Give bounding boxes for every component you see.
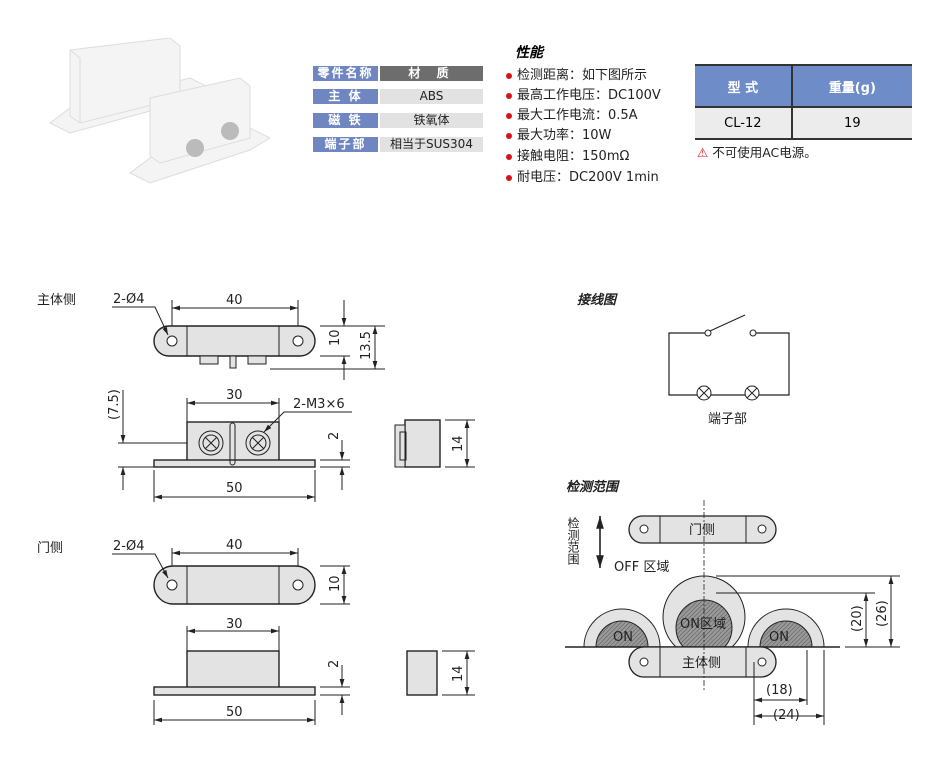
- note-text: 不可使用AC电源。: [712, 145, 817, 160]
- range-title: 检测范围: [566, 479, 620, 495]
- door-side-label: 门侧: [37, 541, 63, 556]
- off-zone-label: OFF 区域: [614, 560, 669, 575]
- performance-item: 接触电阻：150mΩ: [506, 145, 629, 164]
- performance-text: 接触电阻：150mΩ: [517, 149, 630, 164]
- dim-width: 10: [328, 575, 343, 592]
- wiring-title: 接线图: [577, 292, 618, 308]
- dim-pitch: 40: [226, 293, 243, 308]
- performance-item: 最大工作电流：0.5A: [506, 104, 638, 123]
- dim-height: 14: [451, 665, 466, 682]
- performance-item: 耐电压：DC200V 1min: [506, 166, 659, 185]
- warning-icon: ⚠: [697, 145, 709, 160]
- material-value: ABS: [380, 89, 483, 104]
- material-row: 端子部 相当于SUS304: [313, 137, 483, 152]
- header-model: 型 式: [695, 64, 793, 107]
- dim-base: 2: [327, 432, 342, 440]
- main-label: 主体侧: [682, 656, 721, 671]
- performance-text: 检测距离：如下图所示: [517, 68, 648, 83]
- part-name: 磁 铁: [313, 113, 378, 128]
- performance-title: 性能: [515, 45, 543, 61]
- dim-pitch: 40: [226, 538, 243, 553]
- header-weight: 重量(g): [791, 64, 912, 107]
- header-part: 零件名称: [313, 66, 378, 81]
- dim-body: 30: [226, 388, 243, 403]
- dim-length: 50: [226, 705, 243, 720]
- dim-26: (26): [875, 600, 890, 627]
- bullet-icon: [506, 174, 512, 181]
- dim-24: (24): [773, 708, 800, 723]
- material-value: 相当于SUS304: [380, 137, 483, 152]
- on-label-left: ON: [613, 630, 633, 645]
- dim-width: 10: [328, 329, 343, 346]
- performance-item: 最高工作电压：DC100V: [506, 84, 661, 103]
- dim-base: 2: [327, 660, 342, 668]
- hole-label: 2-Ø4: [113, 539, 144, 554]
- material-table-header: 零件名称 材 质: [313, 66, 483, 81]
- material-row: 主 体 ABS: [313, 89, 483, 104]
- weight-cell: 19: [791, 106, 912, 140]
- performance-text: 最大工作电流：0.5A: [517, 108, 638, 123]
- performance-text: 最高工作电压：DC100V: [517, 88, 661, 103]
- dim-length: 50: [226, 481, 243, 496]
- dim-18: (18): [766, 683, 793, 698]
- door-label: 门侧: [689, 523, 715, 538]
- dim-total: 13.5: [359, 331, 374, 360]
- bullet-icon: [506, 92, 512, 99]
- bullet-icon: [506, 153, 512, 160]
- terminal-label: 端子部: [708, 412, 747, 427]
- dim-body: 30: [226, 617, 243, 632]
- bullet-icon: [506, 132, 512, 139]
- on-label-right: ON: [769, 630, 789, 645]
- part-name: 端子部: [313, 137, 378, 152]
- range-axis-label: 检测范围: [566, 516, 580, 565]
- dim-height: 14: [451, 435, 466, 452]
- performance-text: 最大功率：10W: [517, 128, 612, 143]
- hole-label: 2-Ø4: [113, 292, 144, 307]
- dim-20: (20): [850, 605, 865, 632]
- main-side-label: 主体侧: [37, 293, 76, 308]
- bullet-icon: [506, 112, 512, 119]
- model-cell: CL-12: [695, 106, 793, 140]
- on-zone-label: ON区域: [680, 617, 726, 632]
- material-value: 铁氧体: [380, 113, 483, 128]
- product-photo: [49, 38, 270, 184]
- screw-label: 2-M3×6: [293, 397, 345, 412]
- part-name: 主 体: [313, 89, 378, 104]
- header-material: 材 质: [380, 66, 483, 81]
- performance-item: 最大功率：10W: [506, 124, 611, 143]
- dim-offset: (7.5): [107, 389, 122, 420]
- performance-text: 耐电压：DC200V 1min: [517, 170, 659, 185]
- material-row: 磁 铁 铁氧体: [313, 113, 483, 128]
- warning-note: ⚠ 不可使用AC电源。: [697, 142, 817, 161]
- bullet-icon: [506, 72, 512, 79]
- performance-item: 检测距离：如下图所示: [506, 64, 647, 83]
